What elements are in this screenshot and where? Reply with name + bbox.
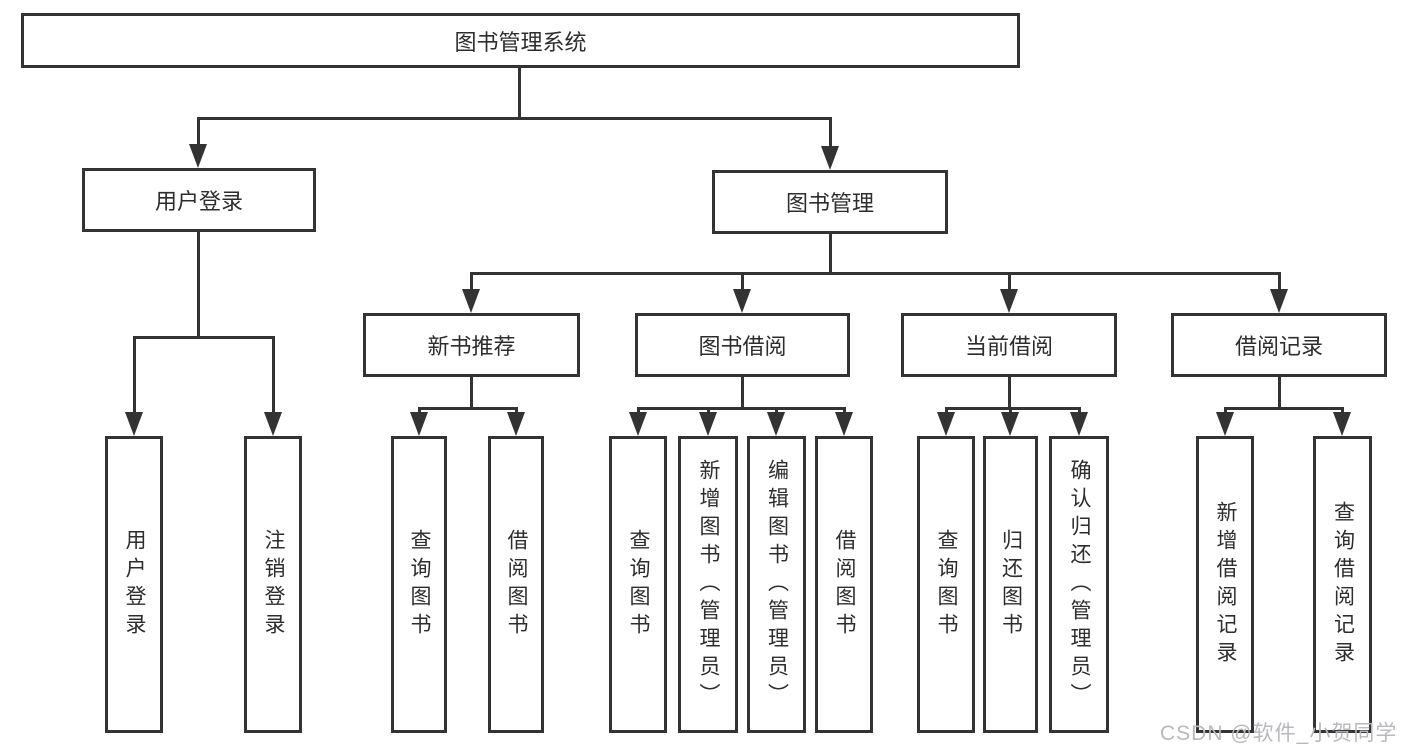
arrow-down-icon <box>937 412 955 436</box>
node-cb-query-books: 查询图书 <box>917 436 975 733</box>
connector-new-book-rec-split <box>418 407 518 410</box>
node-label: 图书管理 <box>785 191 874 216</box>
arrow-down-icon <box>507 412 525 436</box>
connector-current-borrow-stem <box>1008 377 1011 407</box>
node-user-login: 用户登录 <box>105 436 163 733</box>
arrow-down-icon <box>410 412 428 436</box>
node-br-add-record: 新增借阅记录 <box>1196 436 1254 733</box>
connector-root-stem <box>518 68 521 117</box>
node-borrow-records: 借阅记录 <box>1171 313 1387 377</box>
node-new-book-rec: 新书推荐 <box>363 313 580 377</box>
node-cb-return-books: 归还图书 <box>983 436 1038 733</box>
node-label: 借阅图书 <box>505 528 528 641</box>
node-cb-confirm-return: 确认归还（管理员） <box>1049 436 1109 733</box>
node-nbr-borrow-books: 借阅图书 <box>488 436 544 733</box>
node-label: 查询图书 <box>627 528 650 641</box>
node-bb-add-books: 新增图书（管理员） <box>678 436 738 733</box>
node-label: 图书借阅 <box>698 334 787 359</box>
node-label: 编辑图书（管理员） <box>765 458 789 711</box>
arrow-down-icon <box>264 412 282 436</box>
connector-book-borrow-split <box>637 407 845 410</box>
node-nbr-query-books: 查询图书 <box>391 436 447 733</box>
node-book-borrow: 图书借阅 <box>635 313 850 377</box>
node-label: 确认归还（管理员） <box>1068 458 1091 711</box>
node-label: 新增图书（管理员） <box>697 458 720 711</box>
node-label: 新增借阅记录 <box>1214 500 1237 669</box>
arrow-down-icon <box>125 412 143 436</box>
arrow-down-icon <box>1000 289 1018 313</box>
connector-arm-new-book-rec <box>470 272 473 295</box>
node-label: 新书推荐 <box>427 334 516 359</box>
connector-arm-borrow-records <box>1278 272 1281 295</box>
arrow-down-icon <box>699 412 717 436</box>
arrow-down-icon <box>767 412 785 436</box>
connector-arm-current-borrow <box>1008 272 1011 295</box>
connector-arm-book-mgmt <box>829 117 832 152</box>
node-label: 查询图书 <box>408 528 431 641</box>
arrow-down-icon <box>462 289 480 313</box>
node-current-borrow: 当前借阅 <box>901 313 1117 377</box>
node-label: 用户登录 <box>154 189 243 214</box>
connector-current-borrow-split <box>945 407 1081 410</box>
node-bb-edit-books: 编辑图书（管理员） <box>747 436 806 733</box>
node-logout-login: 注销登录 <box>244 436 302 733</box>
connector-book-mgmt-stem <box>829 234 832 272</box>
connector-arm-user-login-group <box>197 117 200 150</box>
arrow-down-icon <box>1216 412 1234 436</box>
csdn-watermark: CSDN @软件_小贺同学 <box>1160 722 1398 745</box>
connector-borrow-records-stem <box>1278 377 1281 407</box>
node-label: 借阅记录 <box>1234 334 1323 359</box>
node-label: 注销登录 <box>262 528 285 641</box>
arrow-down-icon <box>1333 412 1351 436</box>
arrow-down-icon <box>1070 412 1088 436</box>
connector-borrow-records-split <box>1224 407 1344 410</box>
connector-level3-split <box>470 272 1281 275</box>
node-label: 图书管理系统 <box>454 29 587 55</box>
arrow-down-icon <box>733 289 751 313</box>
node-book-mgmt: 图书管理 <box>712 170 948 234</box>
arrow-down-icon <box>629 412 647 436</box>
connector-level2-split <box>197 117 832 120</box>
node-bb-query-books: 查询图书 <box>609 436 667 733</box>
node-label: 借阅图书 <box>833 528 856 641</box>
connector-new-book-rec-stem <box>470 377 473 407</box>
node-label: 查询图书 <box>935 528 958 641</box>
arrow-down-icon <box>1001 412 1019 436</box>
arrow-down-icon <box>1270 289 1288 313</box>
connector-user-login-split <box>133 336 274 339</box>
node-br-query-record: 查询借阅记录 <box>1313 436 1372 733</box>
connector-book-borrow-stem <box>741 377 744 407</box>
connector-arm-book-borrow <box>741 272 744 295</box>
node-bb-borrow-books: 借阅图书 <box>815 436 873 733</box>
node-label: 归还图书 <box>999 528 1023 641</box>
node-library-management-system: 图书管理系统 <box>21 13 1020 68</box>
arrow-down-icon <box>821 146 839 170</box>
arrow-down-icon <box>835 412 853 436</box>
arrow-down-icon <box>189 144 207 168</box>
connector-arm-logout-login <box>272 336 275 418</box>
node-user-login-group: 用户登录 <box>82 168 316 232</box>
node-label: 用户登录 <box>123 528 146 641</box>
connector-user-login-stem <box>197 232 200 336</box>
node-label: 当前借阅 <box>964 334 1053 359</box>
node-label: 查询借阅记录 <box>1331 500 1355 669</box>
connector-arm-user-login <box>133 336 136 418</box>
